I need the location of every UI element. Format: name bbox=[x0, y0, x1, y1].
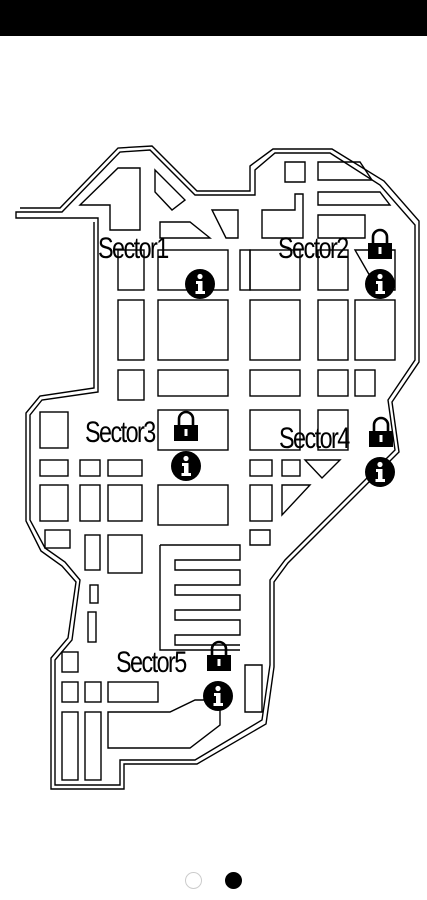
sector1-label: Sector1 bbox=[98, 232, 169, 265]
page-dot-1[interactable] bbox=[185, 872, 202, 889]
sector5-label: Sector5 bbox=[116, 646, 187, 679]
sector3-lock-icon bbox=[174, 410, 198, 441]
sector2-label: Sector2 bbox=[278, 232, 349, 265]
sector4-label: Sector4 bbox=[279, 422, 350, 455]
sector5-lock-icon bbox=[207, 640, 231, 671]
page-indicator bbox=[0, 870, 427, 892]
sector2-lock-icon bbox=[368, 228, 392, 259]
sector3-label: Sector3 bbox=[85, 416, 156, 449]
map-inner-outline bbox=[20, 145, 420, 790]
sector5-info-icon[interactable] bbox=[202, 680, 234, 712]
status-bar bbox=[0, 0, 427, 36]
sector4-lock-icon bbox=[369, 416, 393, 447]
sector4-info-icon[interactable] bbox=[364, 456, 396, 488]
page-dot-2-active[interactable] bbox=[225, 872, 242, 889]
sector1-info-icon[interactable] bbox=[184, 268, 216, 300]
sector3-info-icon[interactable] bbox=[170, 450, 202, 482]
sector2-info-icon[interactable] bbox=[364, 268, 396, 300]
map-outline bbox=[15, 149, 416, 786]
